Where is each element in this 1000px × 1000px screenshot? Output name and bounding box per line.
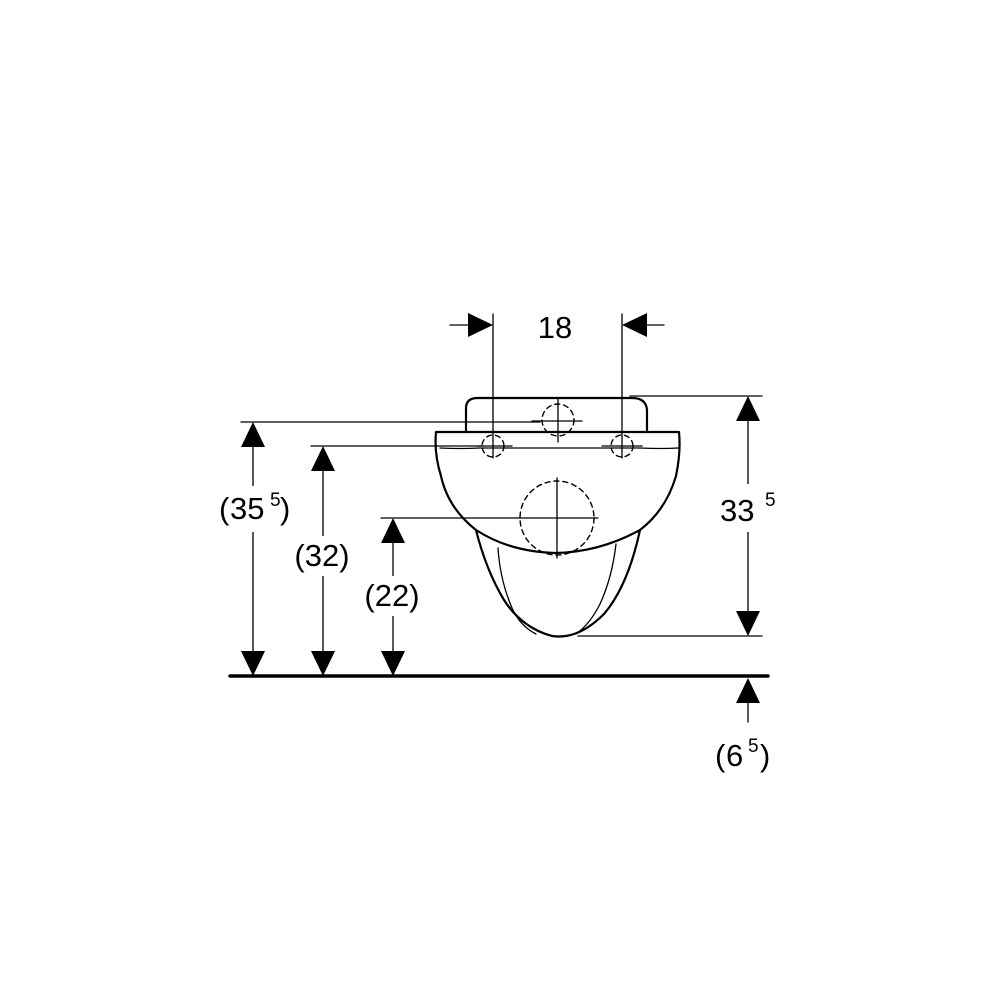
arrowhead-up [381,518,405,543]
dim-outer-open: ( [219,491,230,526]
arrowhead-up [736,678,760,703]
fixture-pedestal-inner-left [497,547,537,635]
dim-right-value: 33 [720,493,754,528]
fixture-bowl-rim [439,447,679,450]
arrowhead-up [311,446,335,471]
dim-inner-text: (22) [364,578,419,613]
dim-outer-close: ) [280,491,290,526]
arrowhead-left [622,313,647,337]
fixture-top-block [464,396,649,432]
arrowhead-down [381,651,405,676]
arrowhead-up [241,422,265,447]
dimension-height-mid-left: (32) [288,446,356,676]
dim-width-value: 18 [538,310,572,345]
dimension-height-right: 33 5 [712,396,784,636]
arrowhead-down [241,651,265,676]
dim-right-sup: 5 [765,490,776,511]
dim-floor-value: 6 [726,738,743,773]
arrowhead-down [736,611,760,636]
arrowhead-right [468,313,493,337]
dimension-below-floor: ( 6 5 ) [715,678,770,773]
dimension-height-outer-left: ( 35 5 ) [216,422,294,676]
arrowhead-up [736,396,760,421]
fixture-pedestal-inner-right [575,543,617,635]
arrowhead-down [311,651,335,676]
dim-floor-close: ) [760,738,770,773]
fixture-outline [434,396,681,638]
dimension-height-inner-left: (22) [358,518,426,676]
dim-outer-value: 35 [230,491,264,526]
extension-lines [240,313,763,637]
dimension-width-top: 18 [449,310,665,345]
fixture-pedestal-outer [474,528,642,638]
dim-floor-open: ( [715,738,726,773]
fixture-bowl [434,430,681,555]
dim-mid-text: (32) [294,538,349,573]
dim-floor-sup: 5 [748,736,759,757]
dim-outer-sup: 5 [270,490,281,511]
